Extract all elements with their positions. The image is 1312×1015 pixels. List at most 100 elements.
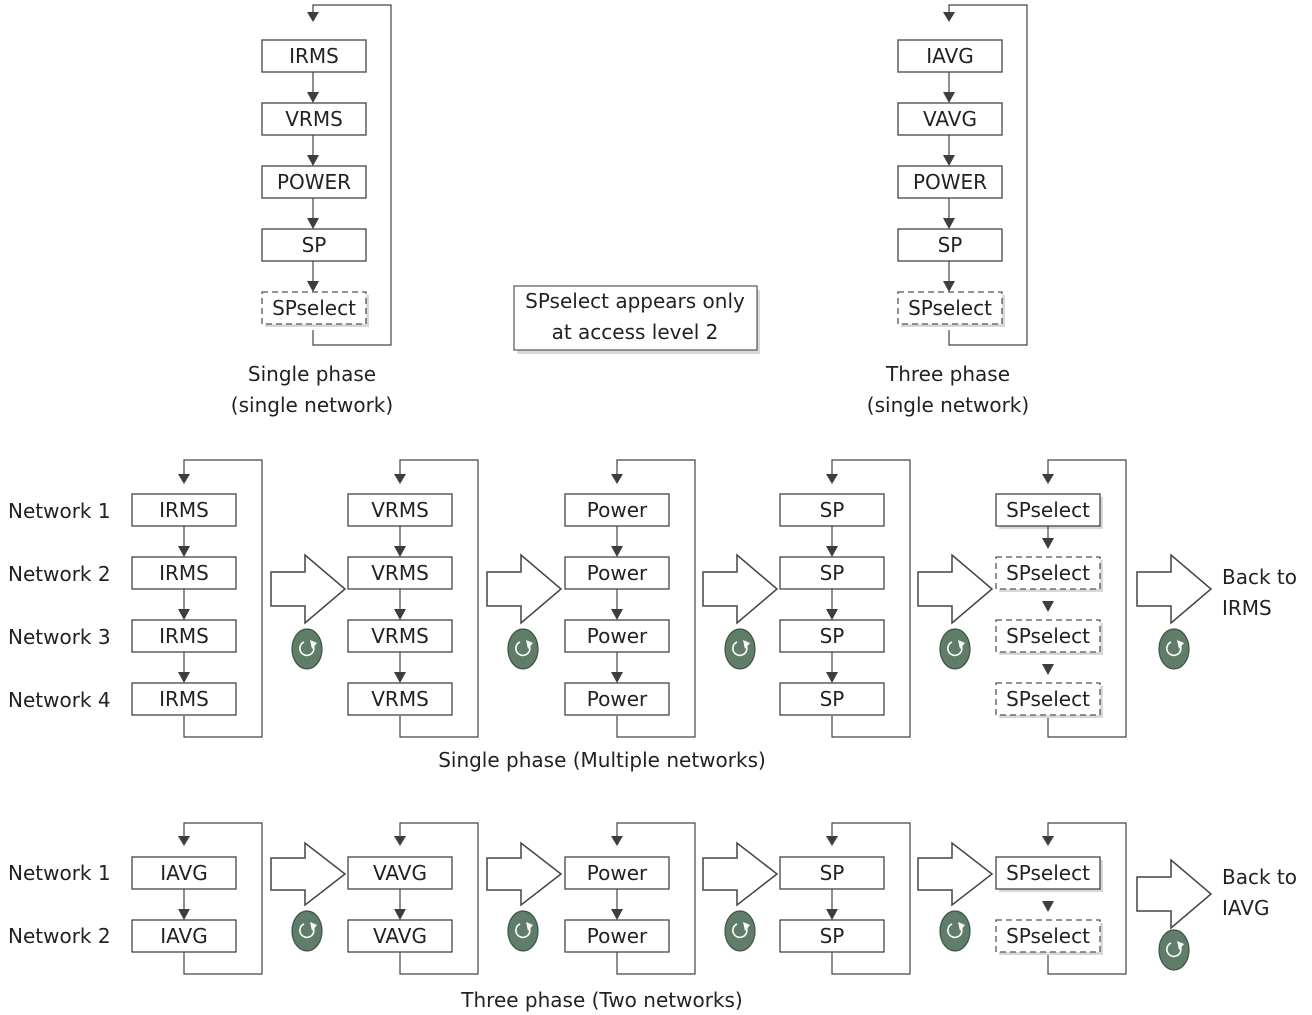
cycle-button-icon[interactable] [939,628,971,670]
column-item-sp: SP [820,498,845,522]
menu-item-spselect: SPselect [908,296,992,320]
cycle-button-icon[interactable] [507,910,539,952]
menu-item-box [347,856,453,890]
back-to-target: IRMS [1222,596,1272,620]
column-item-irms: IRMS [159,687,209,711]
next-arrow-icon [1136,858,1213,930]
column-item-iavg: IAVG [160,924,207,948]
column-item-power: Power [587,687,648,711]
menu-item-sp: SP [302,233,327,257]
menu-item-power: POWER [277,170,351,194]
menu-item-box [779,556,885,590]
menu-item-vrms: VRMS [285,107,343,131]
column-item-power: Power [587,924,648,948]
menu-item-box [779,919,885,953]
menu-item-box [779,856,885,890]
menu-item-box [564,919,670,953]
column-item-spselect: SPselect [1006,561,1090,585]
column-item-spselect: SPselect [1006,861,1090,885]
menu-item-box [131,556,237,590]
menu-item-box [897,228,1003,262]
next-arrow-icon [917,553,994,625]
menu-item-irms: IRMS [289,44,339,68]
column-item-sp: SP [820,561,845,585]
menu-item-vavg: VAVG [923,107,977,131]
menu-item-box [347,619,453,653]
menu-item-box [261,228,367,262]
menu-item-box [564,556,670,590]
row-label-network-3: Network 3 [8,625,111,649]
menu-item-box [131,682,237,716]
next-arrow-icon [1136,553,1213,625]
menu-item-box [564,682,670,716]
column-item-sp: SP [820,924,845,948]
next-arrow-icon [270,841,347,907]
menu-item-box [897,165,1003,199]
menu-item-iavg: IAVG [926,44,973,68]
caption-three-phase: Three phase [885,362,1010,386]
column-item-vavg: VAVG [373,924,427,948]
column-item-sp: SP [820,687,845,711]
single-phase-single-network: IRMS VRMS POWER SP SPselect Single phase… [231,4,393,417]
back-to-label: Back to [1222,565,1297,589]
cycle-button-icon[interactable] [291,628,323,670]
column-item-vrms: VRMS [371,687,429,711]
three-phase-two-networks: Network 1 Network 2 IAVG IAVG VAVG VAVG [8,822,1297,1012]
column-item-iavg: IAVG [160,861,207,885]
cycle-button-icon[interactable] [507,628,539,670]
back-to-target: IAVG [1222,896,1269,920]
column-item-spselect: SPselect [1006,924,1090,948]
cycle-button-icon[interactable] [724,910,756,952]
column-item-power: Power [587,498,648,522]
note-line-2: at access level 2 [552,320,719,344]
column-item-power: Power [587,624,648,648]
column-item-irms: IRMS [159,498,209,522]
column-item-power: Power [587,861,648,885]
cycle-button-icon[interactable] [939,910,971,952]
single-phase-multiple-networks: Network 1 Network 2 Network 3 Network 4 … [8,459,1297,772]
menu-item-box [261,39,367,73]
next-arrow-icon [270,553,347,625]
menu-item-box [779,619,885,653]
column-item-spselect: SPselect [1006,687,1090,711]
menu-item-box [261,102,367,136]
column-item-vrms: VRMS [371,561,429,585]
row-label-network-1: Network 1 [8,861,111,885]
menu-item-box [347,682,453,716]
cycle-button-icon[interactable] [724,628,756,670]
row-label-network-2: Network 2 [8,562,111,586]
menu-item-box [131,856,237,890]
column-item-spselect: SPselect [1006,624,1090,648]
menu-item-box [131,919,237,953]
column-item-irms: IRMS [159,624,209,648]
menu-item-box [347,493,453,527]
menu-item-box [347,919,453,953]
note-line-1: SPselect appears only [525,289,745,313]
menu-item-box [131,619,237,653]
caption-single-phase: Single phase [248,362,376,386]
next-arrow-icon [486,841,563,907]
cycle-button-icon[interactable] [1158,929,1190,971]
menu-item-box-dashed [897,291,1003,325]
column-item-sp: SP [820,861,845,885]
row-label-network-1: Network 1 [8,499,111,523]
menu-item-box [995,856,1101,890]
menu-item-box-dashed [995,919,1101,953]
menu-item-power: POWER [913,170,987,194]
menu-item-box [347,556,453,590]
cycle-button-icon[interactable] [291,910,323,952]
column-item-vrms: VRMS [371,498,429,522]
caption-single-network: (single network) [867,393,1029,417]
next-arrow-icon [917,841,994,907]
cycle-button-icon[interactable] [1158,628,1190,670]
menu-item-box-dashed [261,291,367,325]
menu-item-box [897,102,1003,136]
column-item-power: Power [587,561,648,585]
menu-item-box-dashed [995,619,1101,653]
column-item-irms: IRMS [159,561,209,585]
menu-item-box [897,39,1003,73]
caption-single-network: (single network) [231,393,393,417]
next-arrow-icon [702,553,779,625]
caption-single-phase-multiple: Single phase (Multiple networks) [438,748,766,772]
